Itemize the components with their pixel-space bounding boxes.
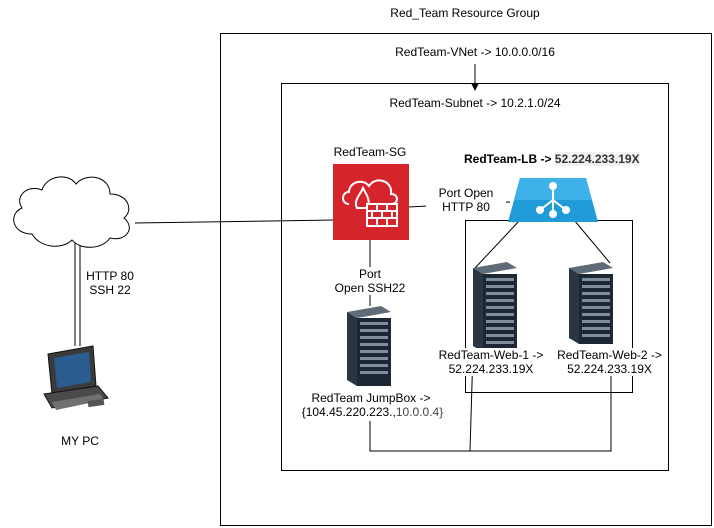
resource-group-container [220, 33, 712, 526]
lb-to-web2-line [573, 219, 611, 264]
cloud-to-nsg-line [134, 219, 335, 224]
internet-cloud-icon [13, 176, 130, 248]
lb-label-prefix: RedTeam-LB -> [464, 152, 555, 166]
load-balancer-icon [508, 178, 598, 222]
resource-group-title: Red_Team Resource Group [390, 6, 540, 20]
computer-icon [43, 345, 109, 410]
web1-server-icon [473, 262, 517, 352]
lb-label: RedTeam-LB -> 52.224.233.19X [464, 152, 640, 166]
firewall-icon [333, 164, 409, 240]
subnet-label: RedTeam-Subnet -> 10.2.1.0/24 [389, 96, 561, 110]
jumpbox-public-ip: {104.45.220.223., [301, 405, 396, 419]
jumpbox-private-ip: 10.0.0.4} [395, 405, 444, 419]
nsg-port-ssh-line1: Port [330, 267, 410, 281]
web2-server-icon [569, 262, 613, 344]
jumpbox-label-line2: {104.45.220.223.,10.0.0.4} [290, 405, 455, 419]
nsg-port-ssh-line2: Open SSH22 [325, 281, 415, 295]
web2-label-line1: RedTeam-Web-2 -> [552, 348, 667, 362]
web2-label-line2: 52.224.233.19X [552, 362, 667, 376]
lb-to-web1-line [474, 219, 521, 269]
vnet-label: RedTeam-VNet -> 10.0.0.0/16 [395, 45, 555, 59]
jumpbox-to-web-bus [369, 376, 612, 452]
nsg-port-http-line1: Port Open [426, 186, 506, 200]
nsg-port-http-line2: HTTP 80 [426, 200, 506, 214]
pc-label: MY PC [61, 434, 99, 448]
lb-ip: 52.224.233.19X [554, 152, 640, 166]
internet-link-port-http: HTTP 80 [86, 269, 134, 283]
web1-label-line2: 52.224.233.19X [436, 362, 546, 376]
jumpbox-server-icon [347, 306, 391, 386]
internet-link-port-ssh: SSH 22 [89, 283, 131, 297]
jumpbox-label-line1: RedTeam JumpBox -> [296, 391, 446, 405]
nsg-name: RedTeam-SG [333, 145, 407, 159]
web1-label-line1: RedTeam-Web-1 -> [436, 348, 546, 362]
